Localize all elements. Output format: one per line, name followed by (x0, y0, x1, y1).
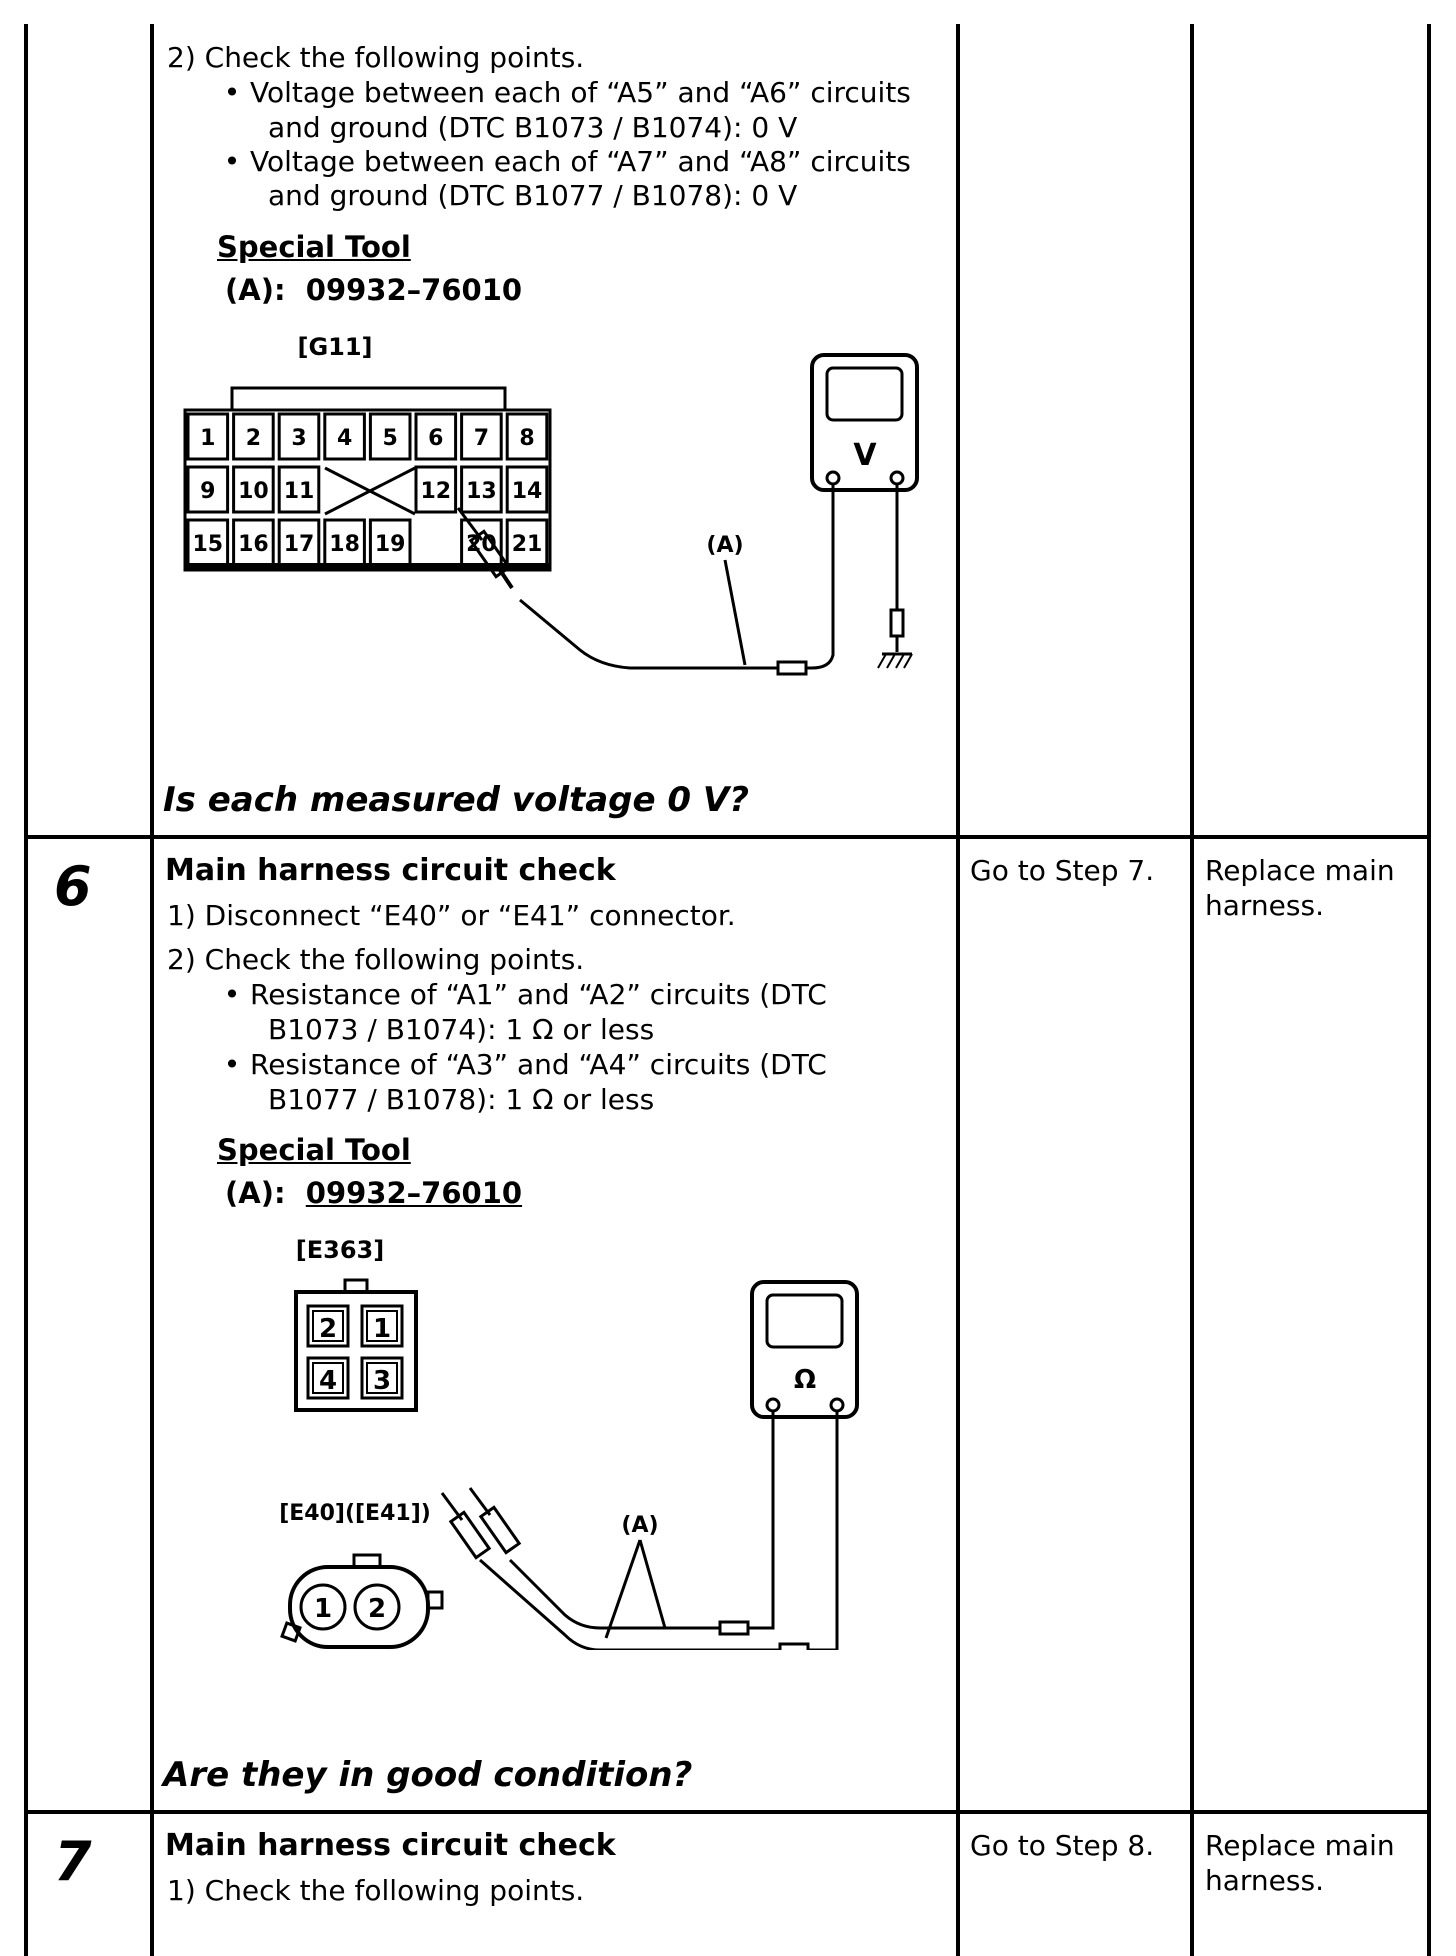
row6-item1: 1) Disconnect “E40” or “E41” connector. (167, 899, 736, 932)
g11-pin-9: 9 (200, 479, 215, 504)
connector-e363: 2 1 4 3 (294, 1278, 418, 1412)
row6-no-result-l2: harness. (1205, 889, 1324, 922)
row6-bullet2: •Resistance of “A3” and “A4” circuits (D… (223, 1048, 827, 1081)
connector-g11-label: [G11] (297, 333, 372, 361)
g11-pin-8: 8 (519, 426, 534, 451)
svg-text:1: 1 (373, 1314, 391, 1344)
row5-bullet2: •Voltage between each of “A7” and “A8” c… (223, 145, 911, 178)
g11-pin-5: 5 (383, 426, 398, 451)
g11-pin-3: 3 (291, 426, 306, 451)
row-divider-6 (24, 835, 1431, 839)
row5-item2: 2) Check the following points. (167, 41, 585, 74)
g11-pin-18: 18 (329, 532, 360, 557)
meter-symbol-v: V (853, 438, 877, 473)
meter-symbol-ohm: Ω (794, 1365, 816, 1395)
row6-heading: Main harness circuit check (165, 853, 616, 888)
row6-bullet1: •Resistance of “A1” and “A2” circuits (D… (223, 978, 827, 1011)
row6-yes-result: Go to Step 7. (970, 854, 1155, 887)
resistance-check-diagram: [E363] 2 1 4 3 [E40]([E41]) 1 2 Ω (279, 1236, 859, 1650)
g11-pin-19: 19 (375, 532, 406, 557)
row5-question: Is each measured voltage 0 V? (163, 780, 749, 820)
connector-g11 (183, 408, 552, 572)
svg-text:2: 2 (319, 1314, 337, 1344)
row5-bullet1-cont: and ground (DTC B1073 / B1074): 0 V (268, 111, 798, 144)
row6-bullet1-cont: B1073 / B1074): 1 Ω or less (268, 1013, 655, 1046)
probe-icon (456, 507, 514, 590)
probe-label-a: (A) (706, 533, 743, 558)
table-border-col2 (956, 24, 960, 1956)
step-number-7: 7 (54, 1830, 92, 1893)
ground-symbol-icon (877, 652, 913, 669)
row7-no-result-l1: Replace main (1205, 1829, 1395, 1862)
svg-text:1: 1 (314, 1594, 332, 1624)
g11-pin-11: 11 (284, 479, 315, 504)
g11-pin-1: 1 (200, 426, 215, 451)
table-border-col3 (1190, 24, 1194, 1956)
svg-text:4: 4 (319, 1366, 337, 1396)
svg-text:2: 2 (368, 1594, 386, 1624)
row6-no-result-l1: Replace main (1205, 854, 1395, 887)
g11-pin-7: 7 (474, 426, 489, 451)
g11-pin-12: 12 (420, 479, 451, 504)
row7-yes-result: Go to Step 8. (970, 1829, 1155, 1862)
row7-no-result-l2: harness. (1205, 1864, 1324, 1897)
ohmmeter-icon: Ω (750, 1280, 859, 1419)
row5-special-tool-number: (A): 09932–76010 (225, 273, 523, 307)
row6-special-tool-heading: Special Tool (217, 1133, 411, 1167)
row5-special-tool-heading: Special Tool (217, 230, 411, 264)
table-border-left (24, 24, 28, 1956)
table-border-right (1427, 24, 1431, 1956)
probes-icon (440, 1487, 522, 1560)
row6-question: Are they in good condition? (163, 1755, 693, 1795)
g11-pin-13: 13 (466, 479, 497, 504)
g11-pin-21: 21 (512, 532, 543, 557)
row-divider-7 (24, 1810, 1431, 1814)
g11-pin-4: 4 (337, 426, 352, 451)
g11-pin-10: 10 (238, 479, 269, 504)
row7-heading: Main harness circuit check (165, 1828, 616, 1863)
connector-e363-label: [E363] (296, 1236, 384, 1264)
row7-item1: 1) Check the following points. (167, 1874, 585, 1907)
connector-e40-label: [E40]([E41]) (279, 1501, 431, 1526)
g11-pin-2: 2 (246, 426, 261, 451)
svg-text:3: 3 (373, 1366, 391, 1396)
g11-pin-6: 6 (428, 426, 443, 451)
voltmeter-icon: V (810, 353, 919, 492)
row5-bullet2-cont: and ground (DTC B1077 / B1078): 0 V (268, 179, 798, 212)
probe-label-a2: (A) (621, 1513, 658, 1538)
row6-special-tool-number: (A): 09932–76010 (225, 1176, 523, 1210)
g11-pin-17: 17 (284, 532, 315, 557)
row6-bullet2-cont: B1077 / B1078): 1 Ω or less (268, 1083, 655, 1116)
g11-pin-15: 15 (192, 532, 223, 557)
row5-bullet1: •Voltage between each of “A5” and “A6” c… (223, 76, 911, 109)
table-border-col1 (150, 24, 154, 1956)
g11-pin-16: 16 (238, 532, 269, 557)
g11-pin-14: 14 (512, 479, 543, 504)
connector-e40: 1 2 (280, 1553, 444, 1649)
row6-item2: 2) Check the following points. (167, 943, 585, 976)
step-number-6: 6 (54, 855, 92, 918)
